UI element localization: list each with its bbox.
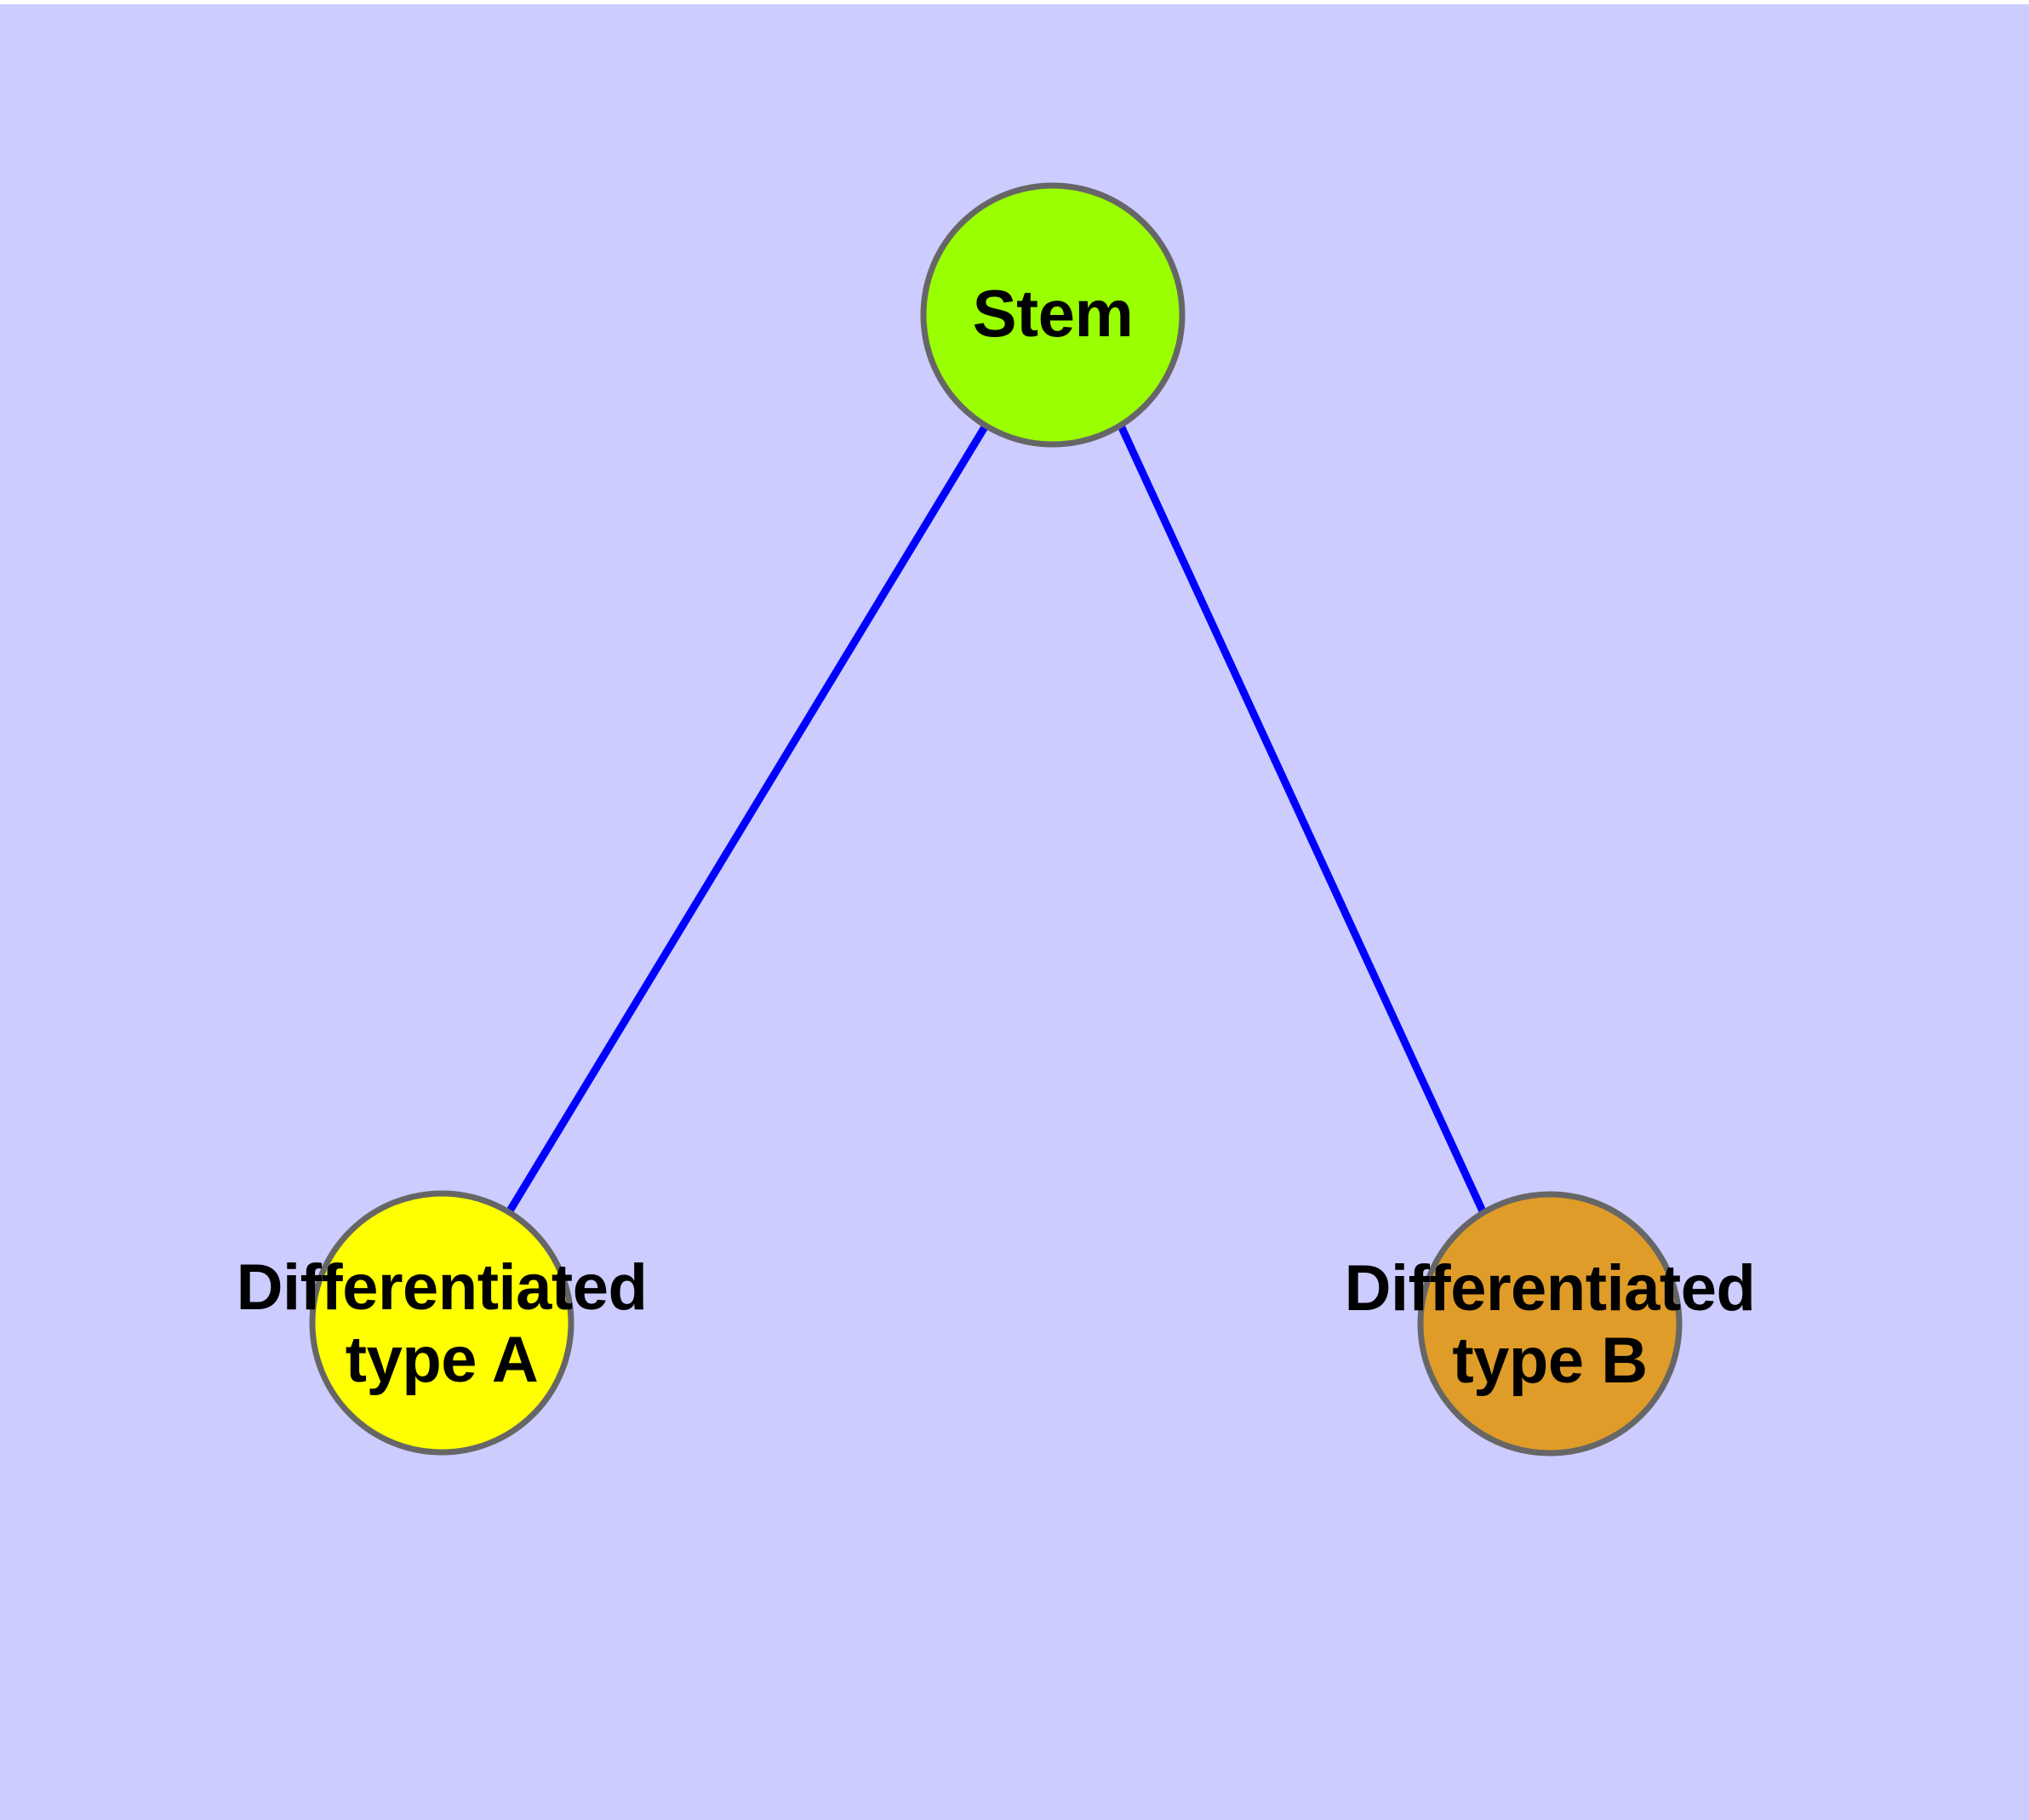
- edge-layer: [506, 423, 1488, 1215]
- edge-stem-to-diff-a: [506, 423, 989, 1215]
- node-diff-b-circle[interactable]: [1417, 1191, 1683, 1457]
- node-layer: [309, 182, 1683, 1457]
- node-stem-circle[interactable]: [920, 182, 1186, 448]
- node-diff-a-circle[interactable]: [309, 1190, 574, 1456]
- edge-stem-to-diff-b: [1117, 424, 1488, 1215]
